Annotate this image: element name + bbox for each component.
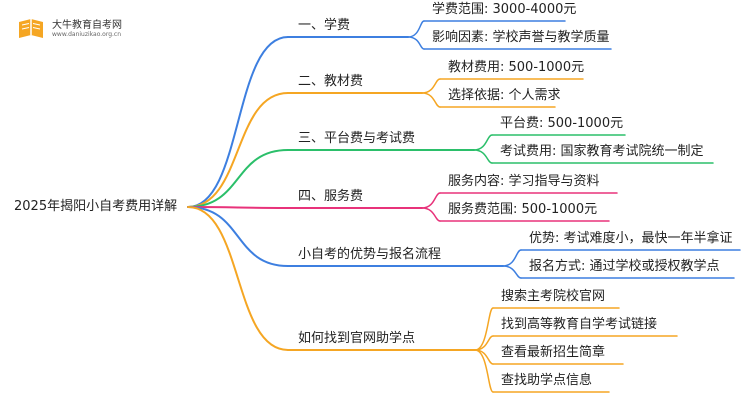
leaf-label: 优势: 考试难度小，最快一年半拿证	[529, 231, 733, 246]
branch-connector	[187, 206, 289, 267]
leaf-connector	[473, 149, 493, 164]
leaf-label: 报名方式: 通过学校或授权教学点	[529, 259, 720, 274]
leaf-label: 考试费用: 国家教育考试院统一制定	[500, 144, 704, 159]
leaf-connector	[421, 207, 441, 222]
site-logo: 大牛教育自考网 www.daniuzikao.org.cn	[16, 14, 146, 44]
leaf-connector	[407, 20, 425, 38]
branch-label: 如何找到官网助学点	[298, 331, 416, 346]
branch-connector	[187, 149, 289, 208]
branch-connector	[187, 206, 289, 351]
branch-connector	[187, 92, 289, 208]
book-icon	[19, 19, 43, 38]
leaf-connector	[407, 36, 425, 50]
branch-label: 三、平台费与考试费	[298, 131, 416, 146]
leaf-label: 搜索主考院校官网	[501, 289, 606, 304]
leaf-connector	[474, 349, 494, 393]
branch-connector	[187, 206, 289, 209]
leaf-label: 影响因素: 学校声誉与教学质量	[432, 30, 610, 45]
branch-label: 一、学费	[298, 18, 351, 33]
leaf-label: 查看最新招生简章	[501, 345, 606, 360]
leaf-connector	[421, 92, 441, 108]
leaf-label: 教材费用: 500-1000元	[448, 60, 585, 75]
leaf-connector	[473, 134, 493, 151]
logo-title: 大牛教育自考网	[52, 20, 122, 31]
leaf-connector	[421, 78, 441, 94]
leaf-label: 平台费: 500-1000元	[500, 116, 624, 131]
branch-label: 二、教材费	[298, 74, 364, 89]
leaf-connector	[502, 249, 522, 267]
branch-label: 四、服务费	[298, 189, 364, 204]
branch-label: 小自考的优势与报名流程	[298, 247, 442, 262]
leaf-label: 查找助学点信息	[501, 373, 593, 388]
root-node-label: 2025年揭阳小自考费用详解	[14, 199, 178, 214]
branch-connector	[187, 36, 289, 208]
leaf-label: 选择依据: 个人需求	[448, 88, 561, 103]
leaf-label: 服务内容: 学习指导与资料	[448, 174, 600, 189]
leaf-connector	[502, 265, 522, 279]
logo-url: www.daniuzikao.org.cn	[52, 31, 122, 38]
leaf-label: 找到高等教育自学考试链接	[501, 317, 658, 332]
leaf-connector	[421, 192, 441, 209]
leaf-connector	[474, 307, 494, 351]
leaf-label: 服务费范围: 500-1000元	[448, 202, 598, 217]
leaf-label: 学费范围: 3000-4000元	[432, 2, 577, 17]
